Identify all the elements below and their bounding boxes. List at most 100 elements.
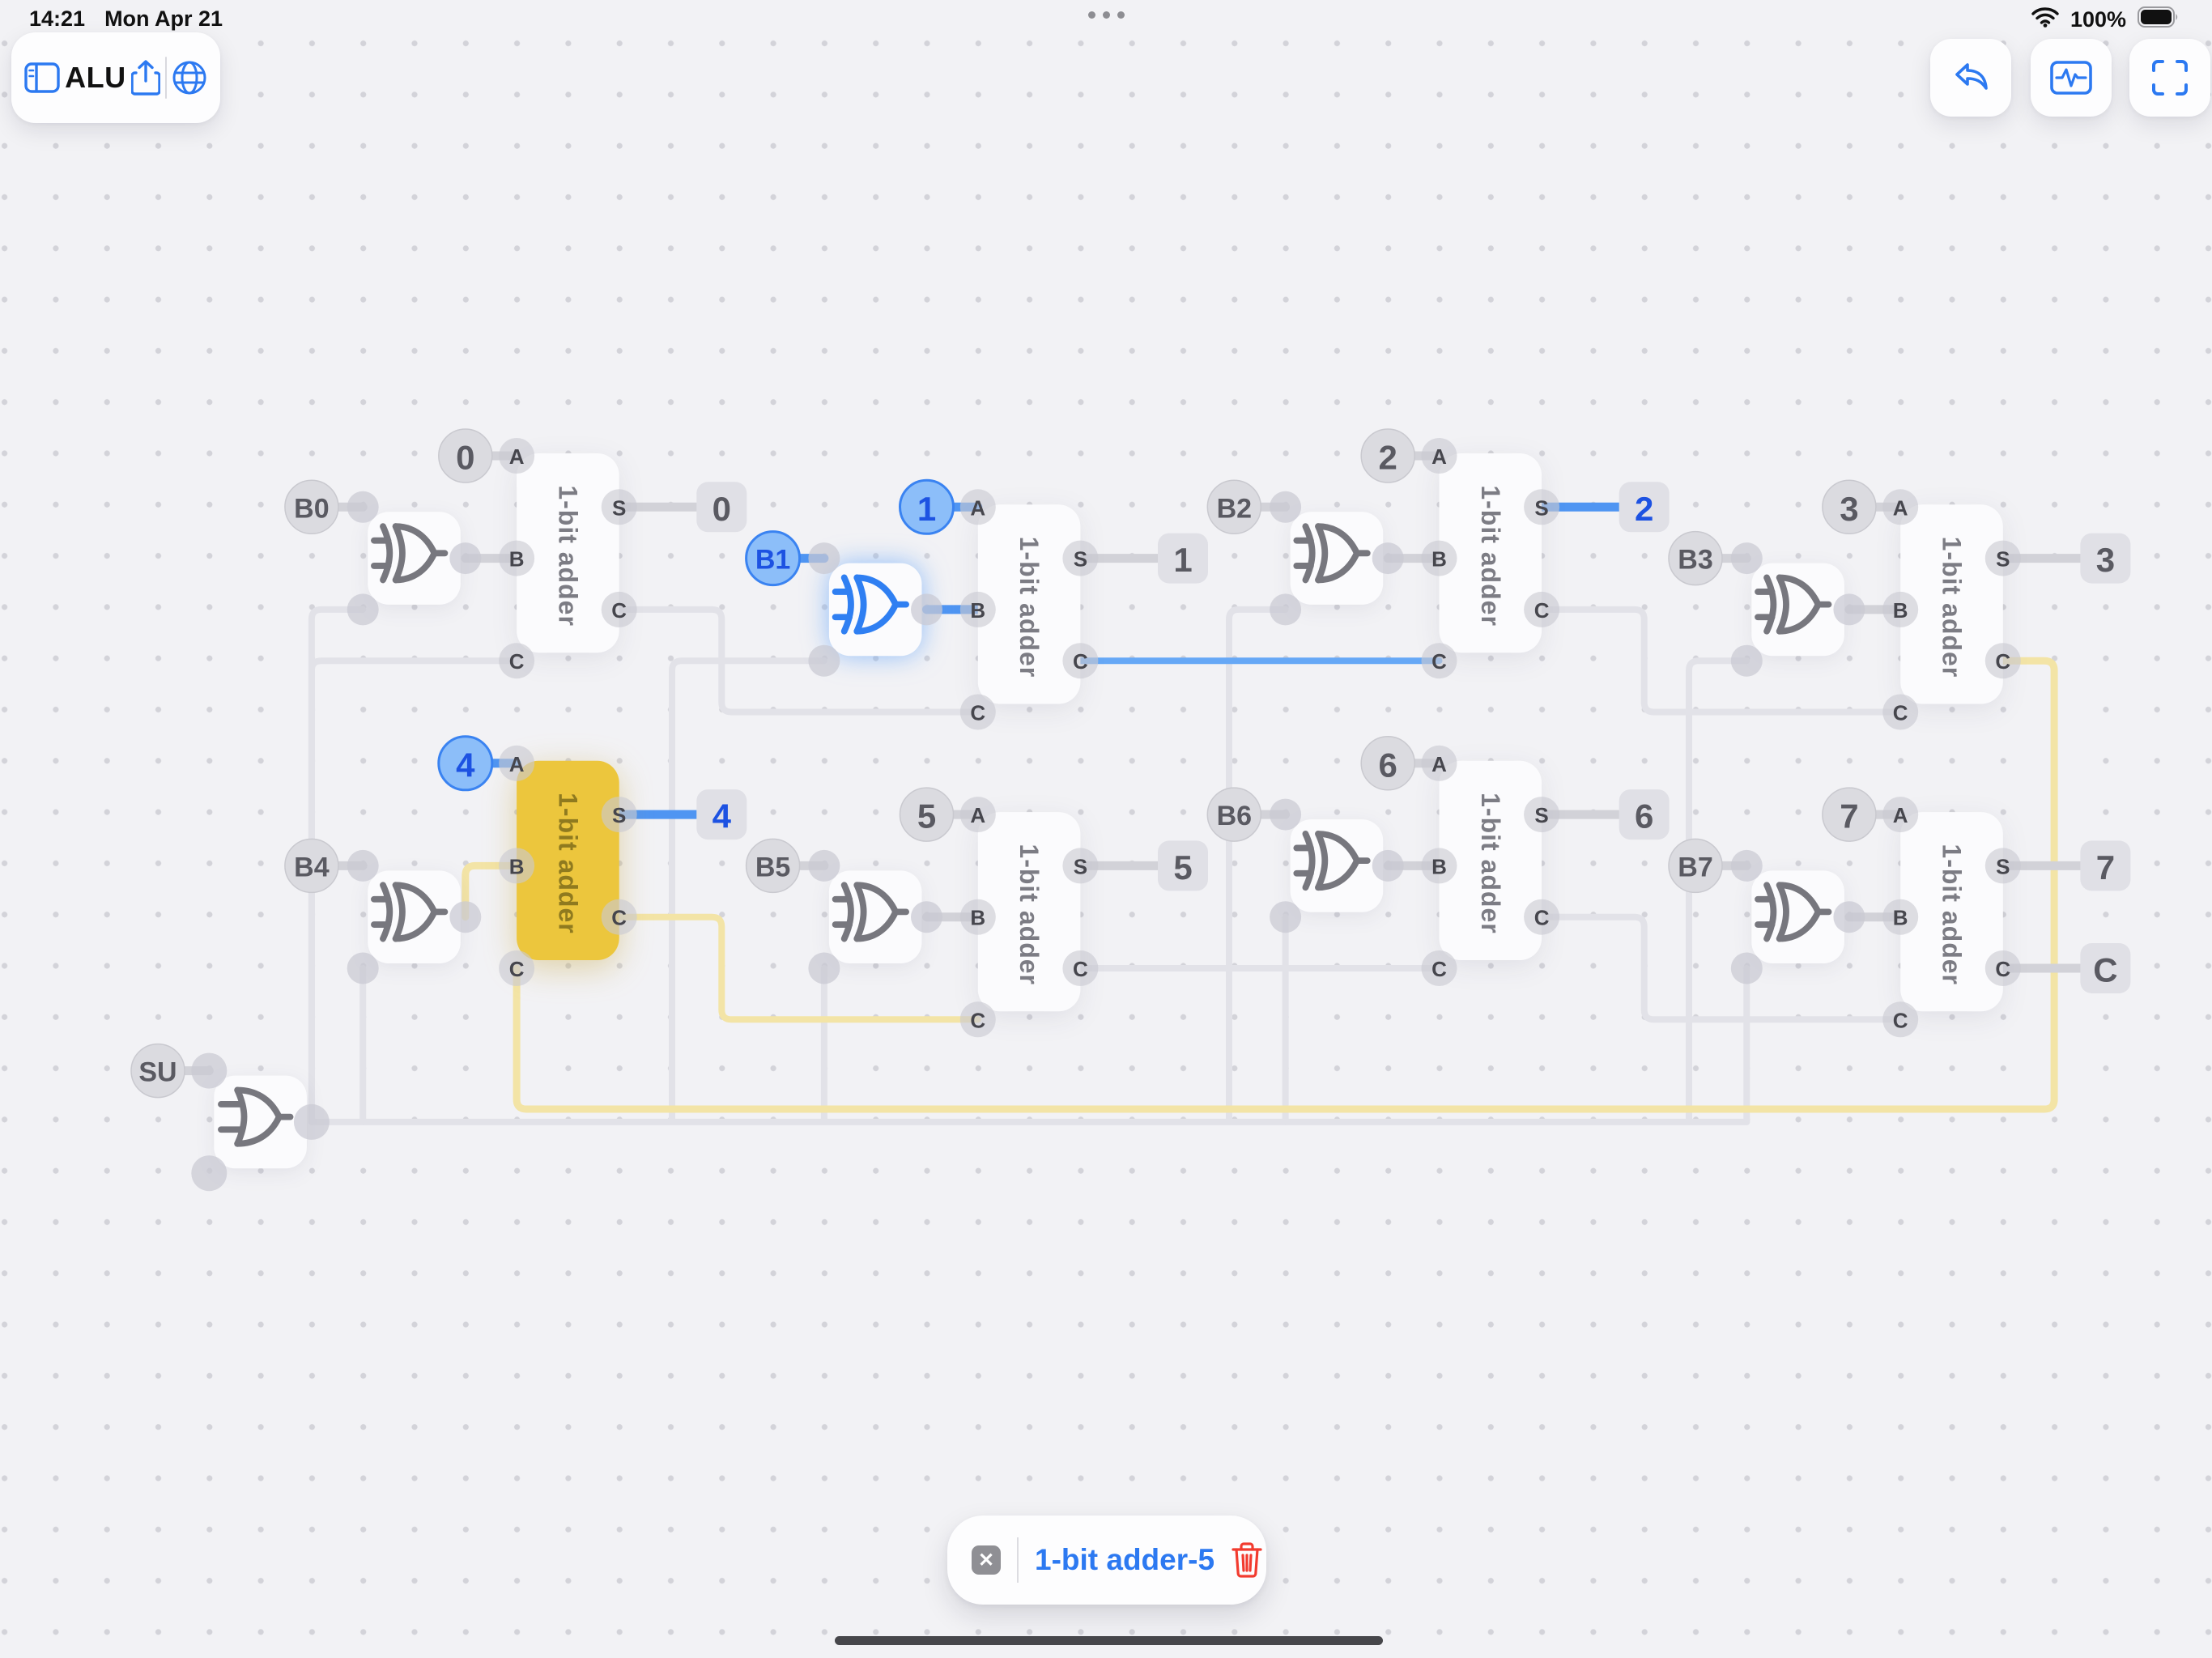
input-pill-6[interactable] (1360, 736, 1415, 791)
input-pill-b4[interactable] (284, 838, 339, 894)
port-a-6[interactable] (1421, 745, 1457, 781)
port-a-2[interactable] (1421, 438, 1457, 474)
output-box-5[interactable] (1158, 840, 1208, 891)
port-xor-in-top-0[interactable] (347, 491, 379, 523)
xor-gate-4[interactable] (368, 870, 461, 963)
port-b-1[interactable] (959, 591, 996, 627)
xor-gate-3-body[interactable] (1751, 563, 1844, 657)
xor-gate-5-body[interactable] (828, 870, 922, 963)
input-pill-1[interactable] (899, 478, 955, 535)
port-cin-3[interactable] (1882, 694, 1919, 730)
adder-block-2[interactable]: 1-bit adder (1439, 453, 1542, 653)
port-xor-out-1[interactable] (911, 593, 942, 626)
input-pill-b7[interactable] (1668, 838, 1723, 894)
port-s-6[interactable] (1524, 797, 1560, 833)
port-s-1[interactable] (1062, 540, 1099, 576)
port-xor-out-3[interactable] (1833, 593, 1865, 626)
undo-button[interactable] (1930, 39, 2011, 117)
port-cout-7[interactable] (1984, 950, 2021, 986)
wire-u6-cout-u7-cin[interactable] (1538, 913, 1904, 1023)
wire-su-bus-u0-xbl[interactable] (308, 606, 367, 1125)
port-a-5[interactable] (959, 797, 996, 833)
xor-gate-6[interactable] (1290, 819, 1384, 912)
fullscreen-button[interactable] (2129, 39, 2210, 117)
wire-u0-cout-u1-cin[interactable] (615, 606, 981, 716)
port-a-0[interactable] (499, 438, 535, 474)
adder-block-4[interactable]: 1-bit adder (517, 760, 619, 960)
port-su-gate-in2[interactable] (191, 1155, 228, 1192)
input-pill-b2[interactable] (1206, 479, 1262, 535)
port-cin-0[interactable] (499, 643, 535, 679)
wire-u4-cout-u5-cin[interactable] (615, 913, 981, 1023)
xor-gate-2[interactable] (1290, 512, 1384, 605)
xor-gate-5[interactable] (828, 870, 922, 963)
share-button[interactable] (130, 60, 160, 96)
adder-block-body-4[interactable] (517, 760, 619, 960)
xor-gate-0[interactable] (368, 512, 461, 605)
port-b-3[interactable] (1882, 591, 1919, 627)
adder-block-5[interactable]: 1-bit adder (977, 812, 1081, 1012)
port-su-gate-out[interactable] (293, 1103, 330, 1140)
port-b-2[interactable] (1421, 540, 1457, 576)
multitask-ellipsis-icon[interactable] (0, 11, 2212, 19)
port-cout-5[interactable] (1062, 950, 1099, 986)
port-xor-in-top-7[interactable] (1730, 849, 1763, 882)
port-xor-in-top-2[interactable] (1270, 491, 1302, 523)
port-xor-in-top-4[interactable] (347, 849, 379, 882)
port-xor-in-su-4[interactable] (347, 952, 379, 984)
xor-gate-7-body[interactable] (1751, 870, 1844, 963)
port-xor-out-6[interactable] (1372, 849, 1404, 882)
xor-gate-4-body[interactable] (368, 870, 461, 963)
input-pill-su[interactable] (130, 1043, 185, 1099)
input-pill-7[interactable] (1822, 787, 1877, 842)
xor-gate-2-body[interactable] (1290, 512, 1384, 605)
port-xor-in-su-7[interactable] (1730, 952, 1763, 984)
adder-block-7[interactable]: 1-bit adder (1900, 812, 2003, 1012)
port-cin-7[interactable] (1882, 1001, 1919, 1038)
port-a-7[interactable] (1882, 797, 1919, 833)
port-s-3[interactable] (1984, 540, 2021, 576)
port-xor-in-su-5[interactable] (808, 952, 840, 984)
input-pill-b1[interactable] (745, 530, 802, 587)
port-cin-6[interactable] (1421, 950, 1457, 986)
port-xor-in-su-3[interactable] (1730, 644, 1763, 677)
port-cout-0[interactable] (601, 591, 637, 627)
wire-su-bus-u2-xbl[interactable] (1226, 606, 1289, 1125)
input-pill-3[interactable] (1822, 479, 1877, 535)
port-xor-in-su-6[interactable] (1270, 901, 1302, 933)
output-box-1[interactable] (1158, 533, 1208, 584)
output-box-7[interactable] (2080, 840, 2131, 891)
output-box-2[interactable] (1619, 482, 1670, 533)
port-b-6[interactable] (1421, 848, 1457, 884)
output-box-carry[interactable] (2080, 943, 2131, 993)
wire-u2-cout-u3-cin[interactable] (1538, 606, 1904, 716)
adder-block-body-2[interactable] (1439, 453, 1542, 653)
port-cin-4[interactable] (499, 950, 535, 986)
xor-gate-3[interactable] (1751, 563, 1844, 657)
input-pill-b3[interactable] (1668, 530, 1723, 586)
su-or-gate[interactable] (214, 1075, 307, 1169)
adder-block-body-1[interactable] (977, 504, 1081, 704)
port-su-gate-in[interactable] (191, 1052, 228, 1089)
wire-xorout-b-4[interactable] (462, 861, 521, 921)
port-xor-out-2[interactable] (1372, 542, 1404, 575)
home-indicator[interactable] (835, 1636, 1383, 1645)
input-pill-b0[interactable] (284, 479, 339, 535)
adder-block-body-0[interactable] (517, 453, 619, 653)
wire-su-bus-u3-xbl[interactable] (1686, 657, 1750, 1125)
adder-block-3[interactable]: 1-bit adder (1900, 504, 2003, 704)
web-globe-button[interactable] (172, 60, 207, 96)
port-cin-2[interactable] (1421, 643, 1457, 679)
adder-block-0[interactable]: 1-bit adder (517, 453, 619, 653)
port-a-1[interactable] (959, 489, 996, 525)
port-s-2[interactable] (1524, 489, 1560, 525)
port-xor-out-7[interactable] (1833, 901, 1865, 933)
port-xor-out-5[interactable] (911, 901, 942, 933)
port-cin-5[interactable] (959, 1001, 996, 1038)
port-s-4[interactable] (601, 797, 637, 833)
output-box-0[interactable] (696, 482, 747, 533)
input-pill-4[interactable] (437, 735, 494, 792)
port-xor-in-top-3[interactable] (1730, 542, 1763, 575)
port-xor-in-su-1[interactable] (808, 644, 840, 677)
input-pill-b6[interactable] (1206, 787, 1262, 842)
